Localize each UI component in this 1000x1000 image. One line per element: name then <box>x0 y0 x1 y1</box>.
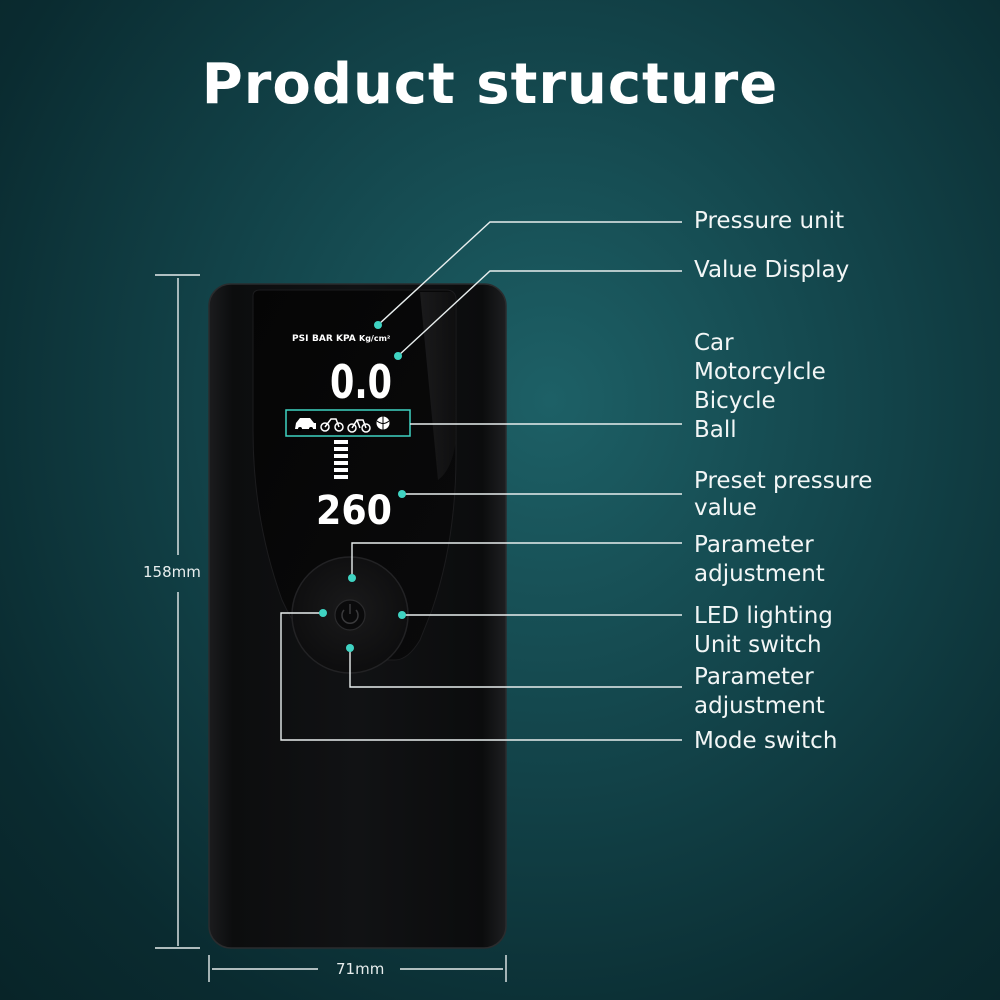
label-preset-line2: value <box>694 495 757 521</box>
label-param-bottom-line1: Parameter <box>694 664 814 690</box>
label-pressure-unit: Pressure unit <box>694 208 845 234</box>
width-label: 71mm <box>336 960 385 978</box>
label-preset-line1: Preset pressure <box>694 468 873 494</box>
bicycle-icon <box>347 419 371 433</box>
callout-dots <box>319 321 406 652</box>
unit-kgcm2: Kg/cm² <box>359 334 391 343</box>
label-mode-switch: Mode switch <box>694 728 838 754</box>
mode-icons-box <box>285 409 411 437</box>
page-title: Product structure <box>201 52 779 117</box>
preset-display: 260 <box>316 488 392 534</box>
car-icon <box>295 418 316 431</box>
label-led-lighting: LED lighting <box>694 603 833 629</box>
label-car: Car <box>694 330 734 356</box>
height-dimension <box>155 274 200 949</box>
label-ball: Ball <box>694 417 737 443</box>
label-param-top-line1: Parameter <box>694 532 814 558</box>
label-motorcycle: Motorcylcle <box>694 359 826 385</box>
label-param-bottom-line2: adjustment <box>694 693 825 719</box>
label-value-display: Value Display <box>694 257 850 283</box>
label-bicycle: Bicycle <box>694 388 776 414</box>
label-unit-switch: Unit switch <box>694 632 822 658</box>
callout-lines <box>280 221 682 741</box>
power-icon <box>341 609 359 625</box>
width-dimension <box>208 955 507 982</box>
pressure-unit-row: PSI BAR KPA Kg/cm² <box>292 334 391 344</box>
value-display: 0.0 <box>330 355 392 409</box>
unit-kpa: KPA <box>336 334 356 344</box>
motorcycle-icon <box>320 418 344 432</box>
power-button[interactable] <box>334 599 366 631</box>
level-bars <box>334 440 348 479</box>
unit-psi: PSI <box>292 334 308 344</box>
unit-bar: BAR <box>312 334 333 344</box>
label-param-top-line2: adjustment <box>694 561 825 587</box>
ball-icon <box>376 416 390 430</box>
height-label: 158mm <box>143 563 201 581</box>
